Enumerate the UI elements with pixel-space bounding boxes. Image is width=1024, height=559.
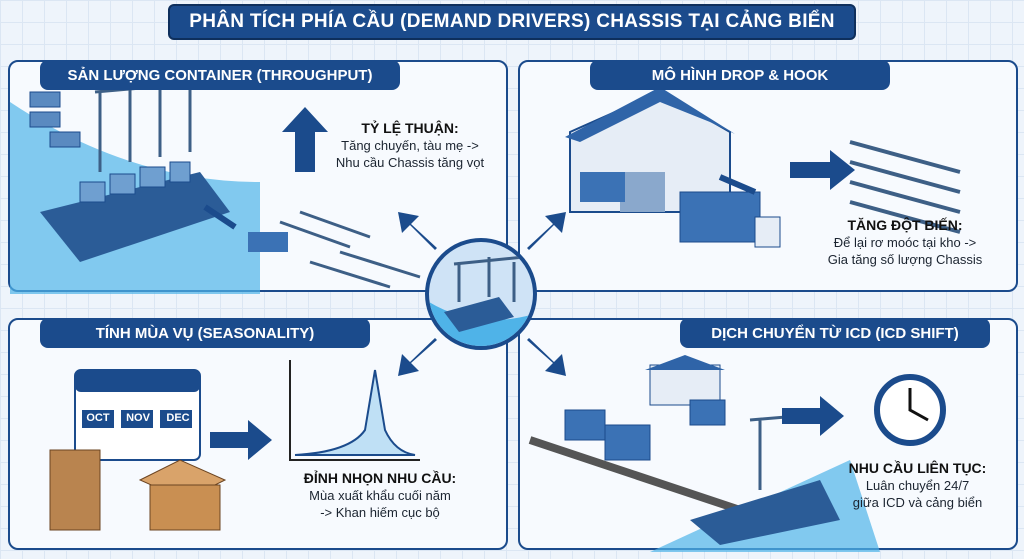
description-line: Nhu cầu Chassis tăng vọt (335, 155, 485, 170)
port-illustration (10, 77, 421, 294)
month-label: NOV (126, 412, 150, 424)
description-line: Gia tăng số lượng Chassis (827, 252, 983, 267)
month-label: OCT (86, 412, 110, 424)
panel-seasonality: OCT NOV DEC TÍNH MÙA VỤ (SEASONALITY) ĐỈ… (8, 318, 508, 550)
panel-icd-shift: DỊCH CHUYỂN TỪ ICD (ICD SHIFT) NHU CẦU L… (518, 318, 1018, 552)
description-heading: TỶ LỆ THUẬN: (361, 120, 459, 136)
panel-header: SẢN LƯỢNG CONTAINER (THROUGHPUT) (40, 60, 400, 90)
description-heading: TĂNG ĐỘT BIẾN: (847, 217, 963, 233)
page-title: PHÂN TÍCH PHÍA CẦU (DEMAND DRIVERS) CHAS… (168, 4, 856, 40)
arrow-top-left-icon (398, 212, 437, 250)
arrow-bottom-left-icon (398, 338, 437, 376)
icd-illustration (528, 355, 946, 552)
panel-header: MÔ HÌNH DROP & HOOK (590, 60, 890, 90)
description-line: giữa ICD và cảng biển (852, 495, 983, 510)
description-line: Mùa xuất khẩu cuối năm (309, 488, 451, 503)
central-port-hub (425, 238, 537, 350)
warehouse-illustration (565, 87, 961, 248)
arrow-top-right-icon (527, 212, 566, 250)
description-line: -> Khan hiếm cục bộ (320, 505, 440, 520)
panel-header: TÍNH MÙA VỤ (SEASONALITY) (40, 318, 370, 348)
calendar-months: OCT NOV DEC (82, 412, 194, 424)
panel-description: TĂNG ĐỘT BIẾN: Để lại rơ moóc tại kho ->… (795, 217, 1015, 268)
description-heading: ĐỈNH NHỌN NHU CẦU: (303, 470, 457, 486)
panel-description: NHU CẦU LIÊN TỤC: Luân chuyển 24/7 giữa … (820, 460, 1015, 511)
port-hub-illustration (429, 255, 533, 346)
month-label: DEC (166, 412, 190, 424)
panel-drop-hook: MÔ HÌNH DROP & HOOK TĂNG ĐỘT BIẾN: Để lạ… (518, 60, 1018, 292)
calendar-illustration (49, 360, 420, 531)
description-line: Để lại rơ moóc tại kho -> (833, 235, 977, 250)
panel-description: ĐỈNH NHỌN NHU CẦU: Mùa xuất khẩu cuối nă… (265, 470, 495, 521)
arrow-bottom-right-icon (527, 338, 566, 376)
description-line: Luân chuyển 24/7 (865, 478, 970, 493)
panel-throughput: SẢN LƯỢNG CONTAINER (THROUGHPUT) TỶ LỆ T… (8, 60, 510, 294)
panel-header: DỊCH CHUYỂN TỪ ICD (ICD SHIFT) (680, 318, 990, 348)
panel-description: TỶ LỆ THUẬN: Tăng chuyến, tàu mẹ -> Nhu … (310, 120, 510, 171)
description-heading: NHU CẦU LIÊN TỤC: (848, 460, 987, 476)
description-line: Tăng chuyến, tàu mẹ -> (341, 138, 479, 153)
